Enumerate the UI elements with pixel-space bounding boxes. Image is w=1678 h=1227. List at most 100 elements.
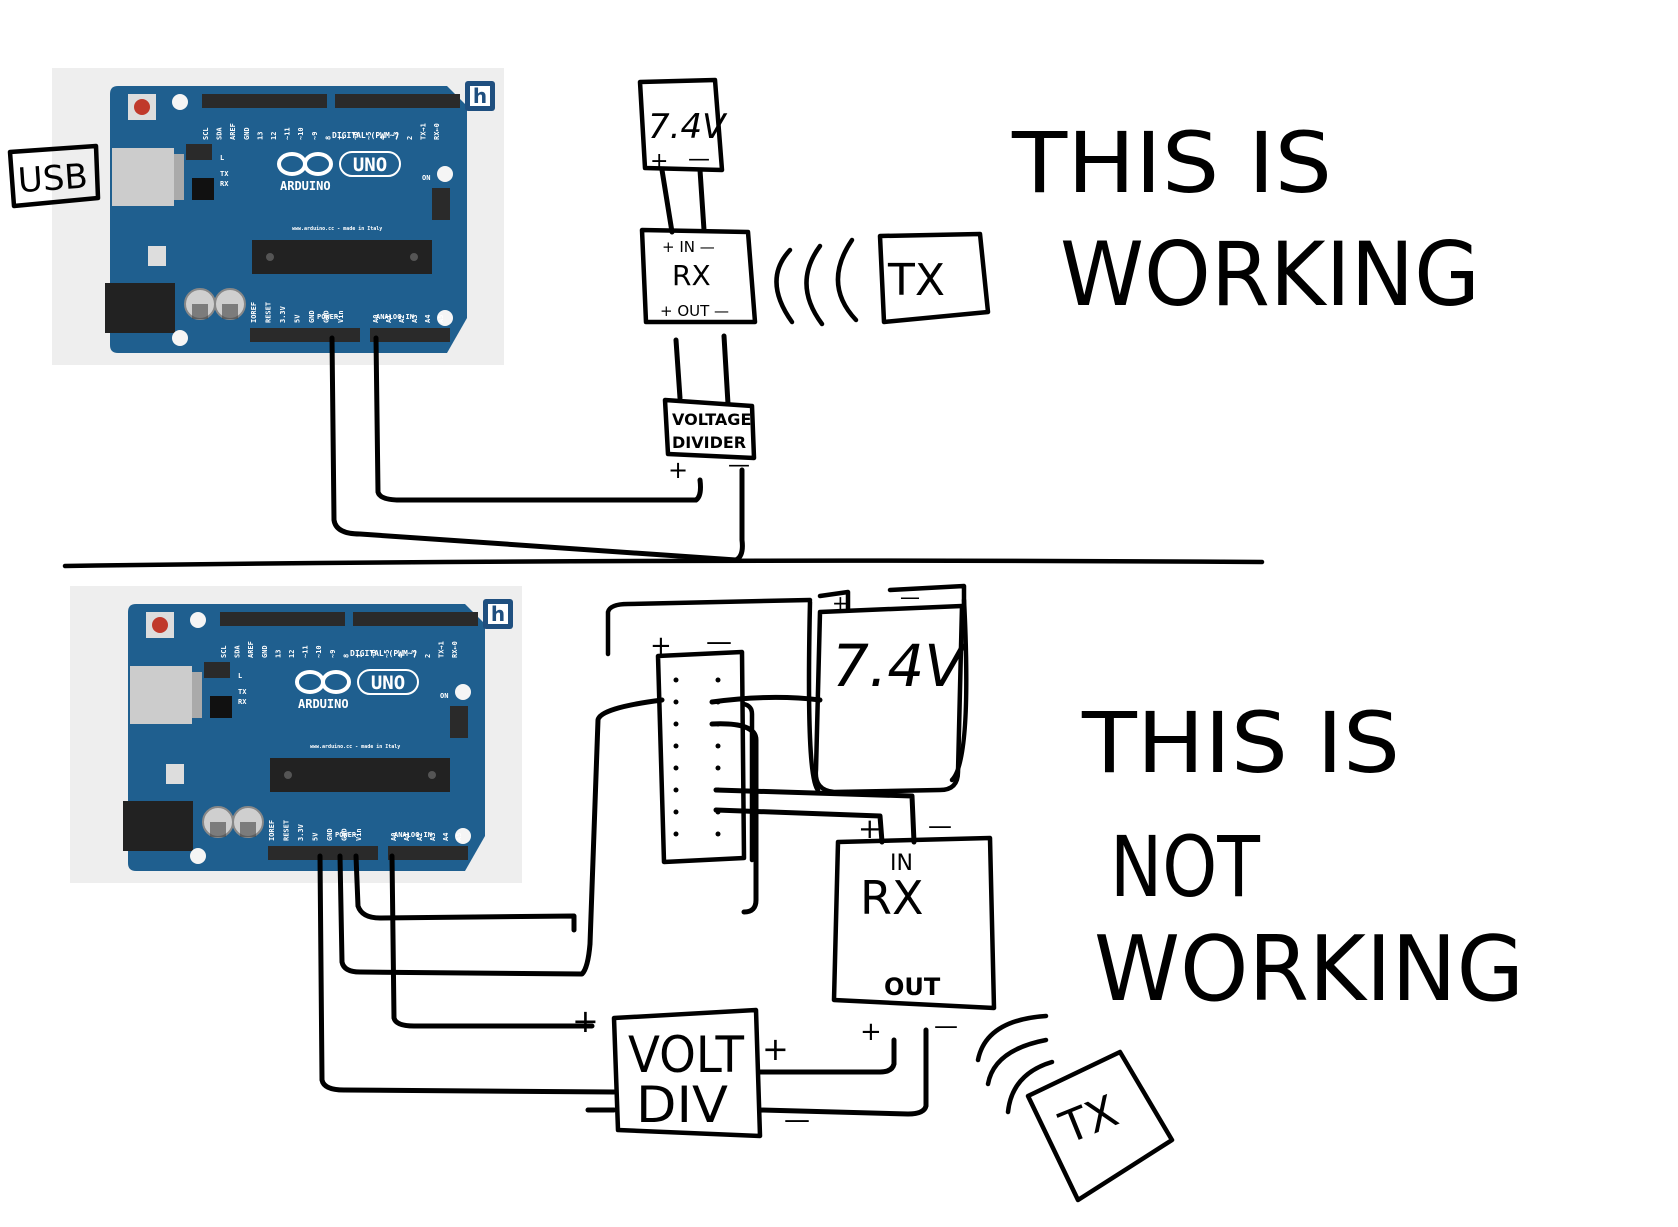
divider-top-minus: — [728,453,750,478]
pin-label: GND [308,310,316,323]
pin-label: 4 [397,654,405,658]
on-led-label: ON [422,174,430,182]
breadboard-bottom: + — [605,597,813,865]
battery-top-voltage: 7.4V [648,107,728,147]
breadboard-hole [673,743,679,749]
pin-label: 13 [274,650,282,658]
pin-label: 8 [342,654,350,658]
volt-div-line2: DIV [636,1076,728,1134]
rx-bottom-out-minus: — [934,1012,958,1040]
pin-label: GND [341,828,349,841]
pin-label: IOREF [250,302,258,323]
pin-label: A4 [442,833,450,841]
pin-label: IOREF [268,820,276,841]
pin-label: 2 [406,136,414,140]
pin-label: ~3 [392,132,400,140]
pin-label: SDA [216,127,224,140]
tx-led-label-bottom: TX [238,688,247,696]
pin-label: 3.3V [279,305,287,323]
pin-label: A5 [455,833,463,841]
pin-label: 3.3V [297,823,305,841]
l-led-label-bottom: L [238,672,242,680]
pin-label: RESET [265,302,273,323]
breadboard-hole [715,831,721,837]
rx-receiver-bottom: + — IN RX OUT + — [831,812,997,1047]
pin-label: 7 [338,136,346,140]
breadboard-hole [673,677,679,683]
tx-transmitter-bottom: TX [975,1013,1175,1203]
pin-label: RESET [283,820,291,841]
pin-label: GND [243,127,251,140]
board-model-label-bottom: UNO [371,672,405,694]
pin-label: RX←0 [433,123,441,140]
pin-label: A5 [437,315,445,323]
tx-transmitter-top: TX [774,231,991,327]
caption-bottom-line3: WORKING [1094,917,1524,1022]
rx-top-out-label: + OUT — [660,302,729,320]
pin-label: A2 [416,833,424,841]
digital-header-label: DIGITAL (PWM~) [332,131,399,140]
breadboard-hole [673,699,679,705]
board-brand-label-bottom: ARDUINO [298,697,349,711]
pin-label: ~10 [315,645,323,658]
tx-led-label: TX [220,170,229,178]
pin-label: SCL [220,645,228,658]
tx-top-name: TX [887,255,945,306]
pin-label: TX→1 [438,641,446,658]
analog-header-label: ANALOG IN [376,313,414,321]
caption-top-line2: WORKING [1060,223,1480,326]
pin-label: GND [326,828,334,841]
power-header-label-bottom: POWER [335,831,357,839]
pin-label: ~5 [383,650,391,658]
usb-label: USB [17,156,89,201]
pin-label: ~11 [284,127,292,140]
divider-top-line2: DIVIDER [672,433,746,452]
pin-label: 4 [379,136,387,140]
section-divider-line [62,558,1265,569]
rx-bottom-plus: + [858,812,881,845]
h-chip-logo-icon [465,81,495,111]
voltage-divider-bottom: VOLT DIV + + — [572,1002,810,1139]
arduino-board-bottom: UNO ARDUINO DIGITAL (PWM~) www.arduino.c… [69,585,523,884]
infinity-logo-icon-bottom [295,670,351,694]
pin-label: A4 [424,315,432,323]
rx-led-label-bottom: RX [238,698,247,706]
pin-label: AREF [229,123,237,140]
breadboard-plus: + [650,631,672,661]
battery-top-minus: — [688,147,710,172]
rx-receiver-top: + IN — RX + OUT — [639,227,758,325]
pin-label: GND [323,310,331,323]
divider-top-plus: + [668,456,688,484]
pin-label: ~9 [311,132,319,140]
rx-bottom-out-label: OUT [884,973,941,1001]
power-header-label: POWER [317,313,339,321]
pin-label: ~5 [365,132,373,140]
pin-label: SDA [234,645,242,658]
pin-label: 5V [294,314,302,323]
breadboard-hole [673,809,679,815]
caption-top-line1: THIS IS [1011,114,1332,212]
board-model-label: UNO [353,154,387,176]
battery-bottom-plus: + [832,591,849,615]
caption-top: THIS IS WORKING [1011,114,1480,326]
pin-label: 5V [312,832,320,841]
volt-div-line1: VOLT [628,1026,744,1084]
breadboard-hole [715,765,721,771]
pin-label: TX→1 [420,123,428,140]
pin-label: ~6 [352,132,360,140]
breadboard-hole [715,743,721,749]
breadboard-minus: — [706,627,732,657]
usb-box [7,143,101,209]
battery-top: 7.4V + — [637,77,728,174]
pin-label: Vin [337,310,345,323]
rx-bottom-minus: — [928,812,952,840]
pin-label: GND [261,645,269,658]
pin-label: ~9 [329,650,337,658]
rx-led-label: RX [220,180,229,188]
battery-bottom: + — 7.4V [806,583,969,795]
rx-bottom-name: RX [860,871,923,925]
pin-label: 12 [288,650,296,658]
rx-top-name: RX [672,259,711,292]
